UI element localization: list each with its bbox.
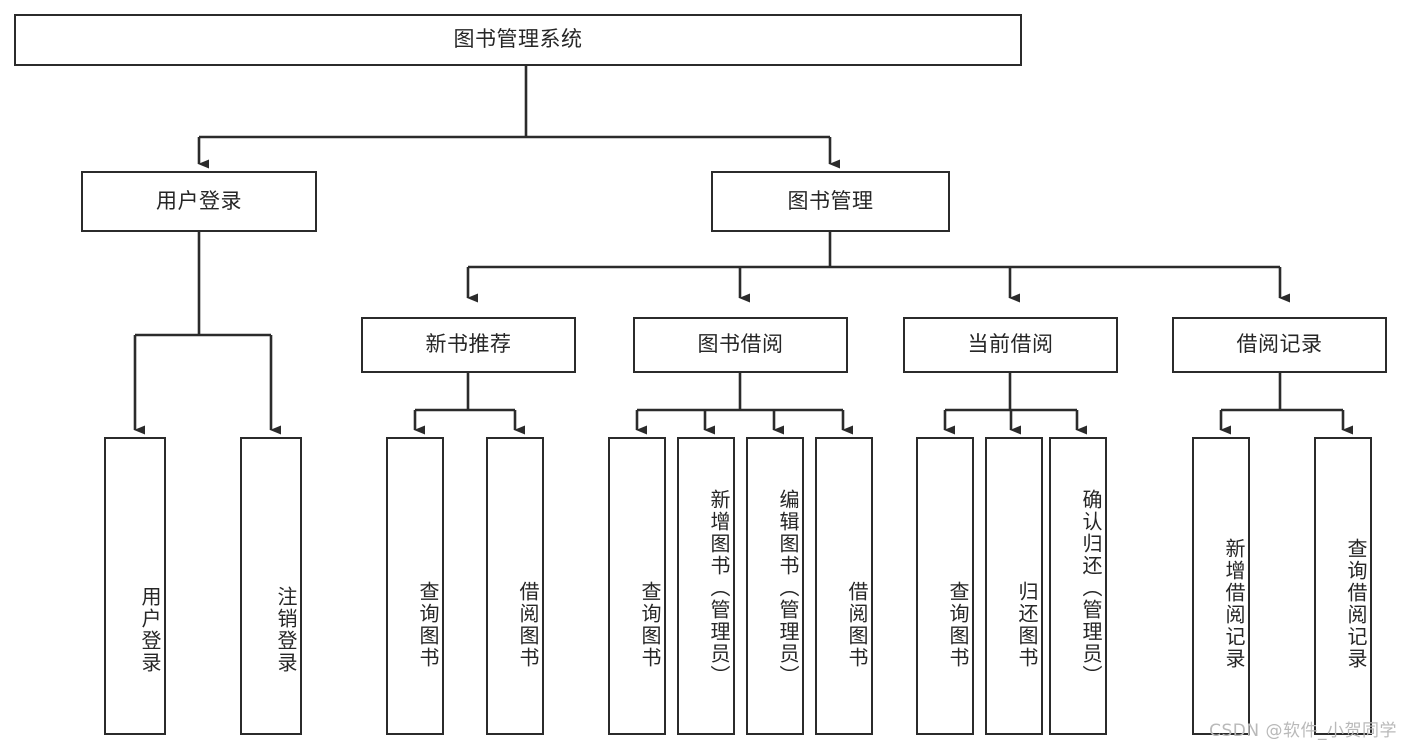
node-new-book-recommendation[interactable]: 新书推荐 — [361, 317, 576, 373]
leaf-node-add-book-admin[interactable]: 新增图书（管理员） — [677, 437, 735, 735]
node-book-borrowing[interactable]: 图书借阅 — [633, 317, 848, 373]
leaf-node-edit-book-admin[interactable]: 编辑图书（管理员） — [746, 437, 804, 735]
leaf-node-borrow-books-recommendation[interactable]: 借阅图书 — [486, 437, 544, 735]
leaf-node-return-books[interactable]: 归还图书 — [985, 437, 1043, 735]
node-current-borrowing[interactable]: 当前借阅 — [903, 317, 1118, 373]
leaf-node-add-borrow-record[interactable]: 新增借阅记录 — [1192, 437, 1250, 735]
node-root-book-management-system[interactable]: 图书管理系统 — [14, 14, 1022, 66]
leaf-node-query-books-recommendation[interactable]: 查询图书 — [386, 437, 444, 735]
leaf-node-borrow-books-borrowing[interactable]: 借阅图书 — [815, 437, 873, 735]
node-book-management[interactable]: 图书管理 — [711, 171, 950, 232]
node-borrowing-records[interactable]: 借阅记录 — [1172, 317, 1387, 373]
leaf-node-user-login[interactable]: 用户登录 — [104, 437, 166, 735]
leaf-node-query-books-borrowing[interactable]: 查询图书 — [608, 437, 666, 735]
csdn-watermark: CSDN @软件_小贺同学 — [1209, 721, 1397, 741]
leaf-node-confirm-return-admin[interactable]: 确认归还（管理员） — [1049, 437, 1107, 735]
leaf-node-query-books-current[interactable]: 查询图书 — [916, 437, 974, 735]
leaf-node-query-borrow-record[interactable]: 查询借阅记录 — [1314, 437, 1372, 735]
node-user-login[interactable]: 用户登录 — [81, 171, 317, 232]
leaf-node-logout[interactable]: 注销登录 — [240, 437, 302, 735]
